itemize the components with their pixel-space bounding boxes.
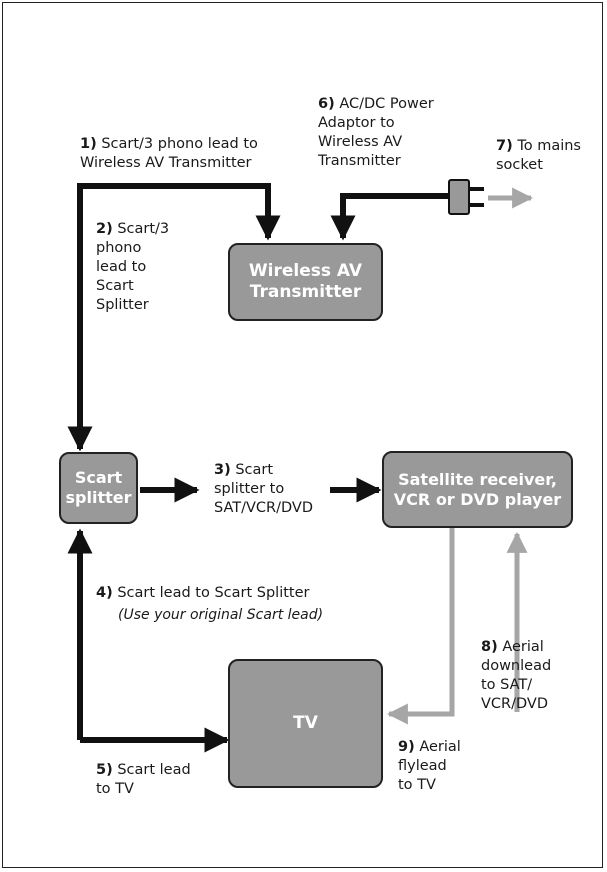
label-8: 8) Aerial downlead to SAT/ VCR/DVD xyxy=(481,639,552,712)
label-4: 4) Scart lead to Scart Splitter xyxy=(96,585,310,601)
scart-splitter-node: Scart splitter xyxy=(59,452,138,524)
original-scart-lead-note: (Use your original Scart lead) xyxy=(118,607,324,623)
tv-node: TV xyxy=(228,659,383,788)
lead-6-wire xyxy=(330,193,449,241)
wireless-av-transmitter-node: Wireless AV Transmitter xyxy=(228,243,383,321)
label-6: 6) AC/DC Power Adaptor to Wireless AV Tr… xyxy=(318,96,434,169)
label-2: 2) Scart/3 phono lead to Scart Splitter xyxy=(96,221,170,313)
label-3: 3) Scart splitter to SAT/VCR/DVD xyxy=(214,462,314,516)
label-9: 9) Aerial flylead to TV xyxy=(398,739,461,793)
satellite-receiver-node: Satellite receiver, VCR or DVD player xyxy=(382,451,573,528)
mains-plug-icon xyxy=(448,179,484,215)
lead-9-arrow xyxy=(386,524,455,725)
label-7: 7) To mains socket xyxy=(496,138,581,173)
label-1: 1) Scart/3 phono lead to Wireless AV Tra… xyxy=(80,136,258,171)
label-5: 5) Scart lead to TV xyxy=(96,762,191,797)
